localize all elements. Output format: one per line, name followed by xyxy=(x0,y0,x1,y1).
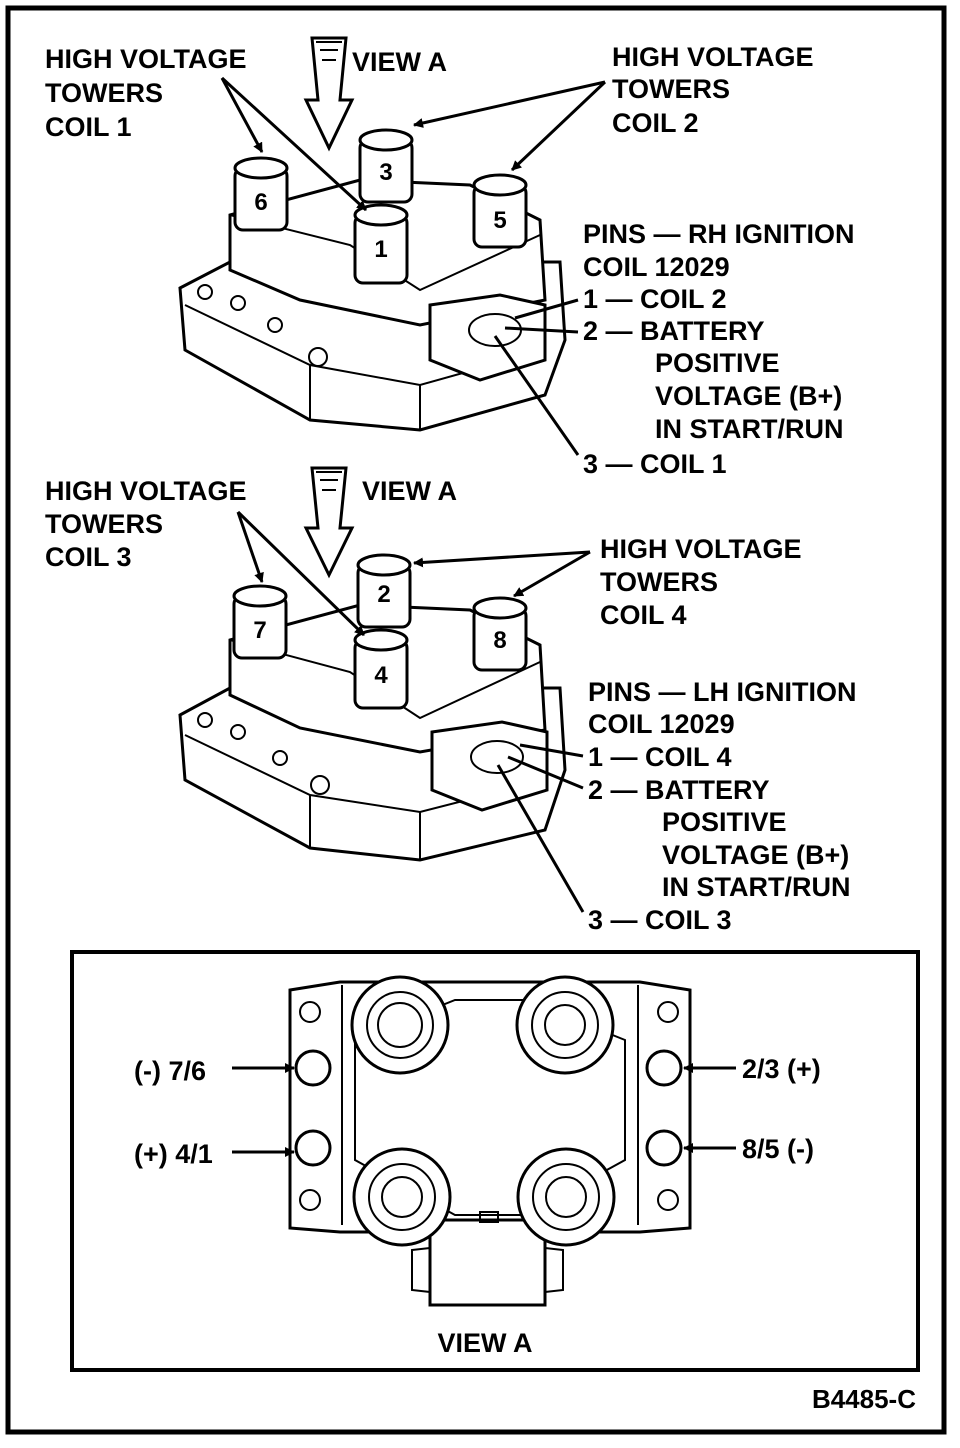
rh-coil-assembly: 3 6 5 1 xyxy=(178,128,567,432)
top-view-arrow xyxy=(303,36,355,152)
view-a-frame xyxy=(70,950,920,1372)
svg-text:PINS — RH IGNITION: PINS — RH IGNITION xyxy=(583,219,855,249)
svg-text:VOLTAGE (B+): VOLTAGE (B+) xyxy=(655,381,842,411)
svg-text:COIL 4: COIL 4 xyxy=(600,600,687,630)
view-a-right-lower-label: 8/5 (-) xyxy=(742,1134,814,1164)
svg-text:HIGH VOLTAGE: HIGH VOLTAGE xyxy=(45,476,247,506)
rh-tower-5-number: 5 xyxy=(493,207,506,234)
lh-tower-8: 8 xyxy=(472,596,528,672)
lh-pins-legend: PINS — LH IGNITION COIL 12029 1 — COIL 4… xyxy=(588,677,857,935)
lh-tower-2-number: 2 xyxy=(377,581,390,608)
svg-text:TOWERS: TOWERS xyxy=(612,74,730,104)
terminal-4-1 xyxy=(294,1129,332,1167)
svg-text:PINS — LH IGNITION: PINS — LH IGNITION xyxy=(588,677,857,707)
svg-text:COIL 3: COIL 3 xyxy=(45,542,132,572)
rh-pin2-label: 2 — BATTERY xyxy=(583,316,765,346)
svg-text:HIGH VOLTAGE: HIGH VOLTAGE xyxy=(600,534,802,564)
terminal-2-3 xyxy=(645,1049,683,1087)
svg-text:COIL 12029: COIL 12029 xyxy=(588,709,735,739)
view-a-tower-ll xyxy=(352,1147,452,1247)
outer-frame xyxy=(5,5,947,1435)
view-a-coil-top xyxy=(288,975,692,1307)
view-a-right-upper-label: 2/3 (+) xyxy=(742,1054,821,1084)
top-towers-coil1-label: HIGH VOLTAGE TOWERS COIL 1 xyxy=(45,44,247,142)
svg-text:TOWERS: TOWERS xyxy=(45,509,163,539)
lh-connector xyxy=(430,720,549,812)
svg-text:VOLTAGE (B+): VOLTAGE (B+) xyxy=(662,840,849,870)
svg-text:IN START/RUN: IN START/RUN xyxy=(655,414,844,444)
lh-tower-7-number: 7 xyxy=(253,617,266,644)
lh-coil-assembly: 2 7 8 4 xyxy=(178,553,567,862)
svg-text:HIGH VOLTAGE: HIGH VOLTAGE xyxy=(45,44,247,74)
rh-tower-3-number: 3 xyxy=(379,159,392,186)
lh-pin2-label: 2 — BATTERY xyxy=(588,775,770,805)
rh-tower-6-number: 6 xyxy=(254,189,267,216)
view-a-tower-ur xyxy=(515,975,615,1075)
svg-text:HIGH VOLTAGE: HIGH VOLTAGE xyxy=(612,42,814,72)
view-a-caption: VIEW A xyxy=(437,1328,532,1358)
lh-tower-2: 2 xyxy=(356,553,412,629)
middle-view-arrow xyxy=(303,466,355,579)
svg-text:IN START/RUN: IN START/RUN xyxy=(662,872,851,902)
svg-text:TOWERS: TOWERS xyxy=(600,567,718,597)
rh-tower-1: 1 xyxy=(353,203,409,285)
rh-tower-1-number: 1 xyxy=(374,236,387,263)
lh-tower-7: 7 xyxy=(232,584,288,660)
top-towers-coil2-label: HIGH VOLTAGE TOWERS COIL 2 xyxy=(612,42,814,138)
rh-pins-legend: PINS — RH IGNITION COIL 12029 1 — COIL 2… xyxy=(583,219,855,479)
lh-pin3-label: 3 — COIL 3 xyxy=(588,905,732,935)
rh-tower-6: 6 xyxy=(233,156,289,232)
view-a-tower-lr xyxy=(516,1147,616,1247)
svg-text:POSITIVE: POSITIVE xyxy=(655,348,780,378)
middle-towers-coil3-label: HIGH VOLTAGE TOWERS COIL 3 xyxy=(45,476,247,572)
lh-tower-4: 4 xyxy=(353,628,409,710)
svg-text:COIL 12029: COIL 12029 xyxy=(583,252,730,282)
svg-text:TOWERS: TOWERS xyxy=(45,78,163,108)
svg-text:POSITIVE: POSITIVE xyxy=(662,807,787,837)
rh-tower-5: 5 xyxy=(472,173,528,249)
figure-code: B4485-C xyxy=(812,1384,916,1414)
terminal-7-6 xyxy=(294,1049,332,1087)
svg-text:COIL 1: COIL 1 xyxy=(45,112,132,142)
svg-text:COIL 2: COIL 2 xyxy=(612,108,699,138)
rh-pin1-label: 1 — COIL 2 xyxy=(583,284,727,314)
view-a-left-lower-label: (+) 4/1 xyxy=(134,1139,213,1169)
middle-view-label: VIEW A xyxy=(362,476,457,506)
lh-pin1-label: 1 — COIL 4 xyxy=(588,742,732,772)
lh-tower-4-number: 4 xyxy=(374,662,388,689)
lh-tower-8-number: 8 xyxy=(493,627,506,654)
top-view-label: VIEW A xyxy=(352,47,447,77)
view-a-left-upper-label: (-) 7/6 xyxy=(134,1056,206,1086)
middle-towers-coil4-label: HIGH VOLTAGE TOWERS COIL 4 xyxy=(600,534,802,630)
terminal-8-5 xyxy=(645,1129,683,1167)
rh-tower-3: 3 xyxy=(358,128,414,204)
rh-pin3-label: 3 — COIL 1 xyxy=(583,449,727,479)
view-a-tower-ul xyxy=(350,975,450,1075)
